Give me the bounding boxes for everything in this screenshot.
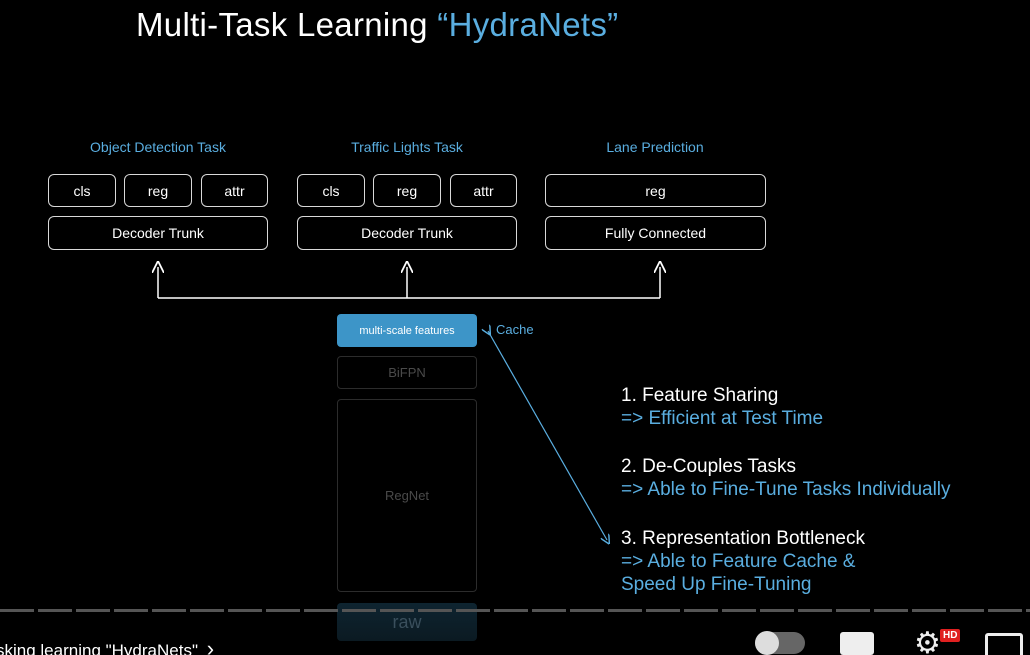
regnet-box: RegNet xyxy=(337,399,477,592)
task-label-lane-prediction: Lane Prediction xyxy=(606,139,704,155)
hd-badge: HD xyxy=(940,629,961,642)
point-1-title: 1. Feature Sharing xyxy=(621,385,779,406)
task-label-object-detection: Object Detection Task xyxy=(90,139,226,155)
multi-scale-features-box: multi-scale features xyxy=(337,314,477,347)
bifpn-box: BiFPN xyxy=(337,356,477,389)
slide-title-accent: “HydraNets” xyxy=(437,6,619,43)
od-head-attr: attr xyxy=(201,174,268,207)
point-representation-bottleneck: 3. Representation Bottleneck => Able to … xyxy=(621,527,865,596)
od-head-reg: reg xyxy=(124,174,192,207)
slide-title-main: Multi-Task Learning xyxy=(136,6,428,43)
video-title-link[interactable]: sking learning "HydraNets" › xyxy=(0,636,214,655)
point-3-title: 3. Representation Bottleneck xyxy=(621,528,865,549)
od-decoder-trunk: Decoder Trunk xyxy=(48,216,268,250)
tl-decoder-trunk: Decoder Trunk xyxy=(297,216,517,250)
lane-fully-connected: Fully Connected xyxy=(545,216,766,250)
video-title-text: sking learning "HydraNets" xyxy=(0,641,198,655)
point-feature-sharing: 1. Feature Sharing => Efficient at Test … xyxy=(621,384,823,430)
subtitles-icon[interactable] xyxy=(840,632,874,655)
od-head-cls: cls xyxy=(48,174,116,207)
chevron-right-icon: › xyxy=(206,636,215,655)
task-label-traffic-lights: Traffic Lights Task xyxy=(351,139,463,155)
cache-pointer-arrow xyxy=(488,331,607,540)
feature-bus-lines xyxy=(158,267,660,299)
miniplayer-icon[interactable] xyxy=(985,633,1023,655)
point-2-title: 2. De-Couples Tasks xyxy=(621,456,796,477)
tl-head-attr: attr xyxy=(450,174,517,207)
cache-label: Cache xyxy=(496,322,534,337)
progress-bar[interactable] xyxy=(0,609,1030,612)
point-3-detail-2: Speed Up Fine-Tuning xyxy=(621,574,812,595)
settings-gear-icon[interactable]: ⚙ xyxy=(914,627,941,655)
point-3-detail-1: => Able to Feature Cache & xyxy=(621,551,856,572)
slide-title: Multi-Task Learning “HydraNets” xyxy=(136,4,618,46)
autoplay-toggle-icon[interactable] xyxy=(755,631,805,655)
tl-head-cls: cls xyxy=(297,174,365,207)
tl-head-reg: reg xyxy=(373,174,441,207)
point-2-detail: => Able to Fine-Tune Tasks Individually xyxy=(621,479,951,500)
point-decouples-tasks: 2. De-Couples Tasks => Able to Fine-Tune… xyxy=(621,455,951,501)
point-1-detail: => Efficient at Test Time xyxy=(621,408,824,429)
lane-head-reg: reg xyxy=(545,174,766,207)
